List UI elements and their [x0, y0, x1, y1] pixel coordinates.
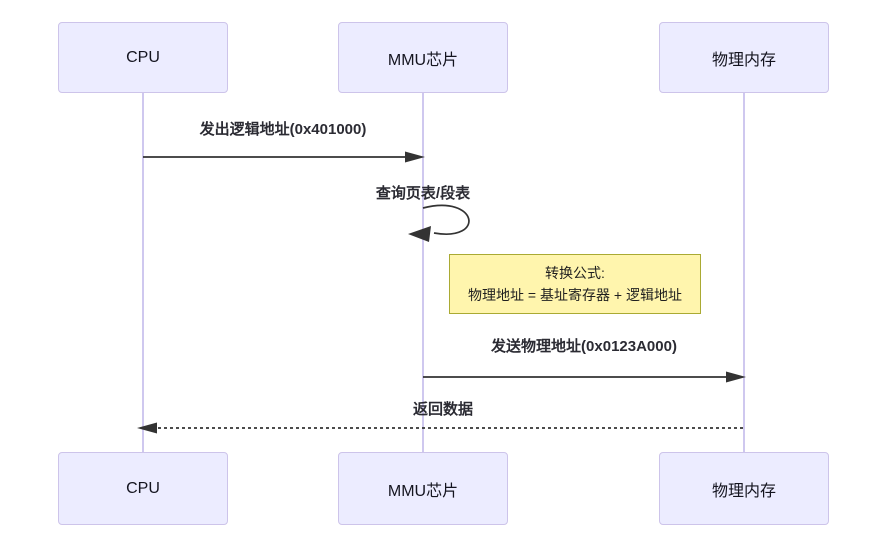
lifeline-mmu [422, 93, 424, 452]
lifeline-cpu [142, 93, 144, 452]
message-label-physical-address: 发送物理地址(0x0123A000) [491, 338, 677, 355]
actor-mmu-bottom: MMU芯片 [338, 452, 508, 525]
message-label-self-loop: 查询页表/段表 [375, 185, 471, 202]
message-label-logical-address: 发出逻辑地址(0x401000) [199, 121, 367, 138]
actor-cpu-label: CPU [126, 48, 160, 66]
actor-memory-label: 物理内存 [711, 482, 776, 500]
actor-mmu-top: MMU芯片 [338, 22, 508, 93]
message-arrow-physical-address [423, 371, 746, 383]
actor-cpu-bottom: CPU [58, 452, 228, 525]
message-arrow-return-data [137, 422, 744, 434]
actor-cpu-top: CPU [58, 22, 228, 93]
actor-mmu-label: MMU芯片 [387, 482, 459, 500]
message-arrow-logical-address [143, 151, 425, 163]
note-conversion-formula: 转换公式: 物理地址 = 基址寄存器 + 逻辑地址 [449, 254, 701, 314]
note-line-1: 转换公式: [545, 265, 605, 281]
message-label-return-data: 返回数据 [412, 401, 473, 418]
actor-memory-top: 物理内存 [659, 22, 829, 93]
message-arrow-self-loop [408, 204, 470, 242]
actor-mmu-label: MMU芯片 [387, 51, 459, 69]
actor-memory-label: 物理内存 [711, 51, 776, 69]
actor-cpu-label: CPU [126, 479, 160, 497]
note-line-2: 物理地址 = 基址寄存器 + 逻辑地址 [468, 287, 682, 303]
lifeline-memory [743, 93, 745, 452]
actor-memory-bottom: 物理内存 [659, 452, 829, 525]
